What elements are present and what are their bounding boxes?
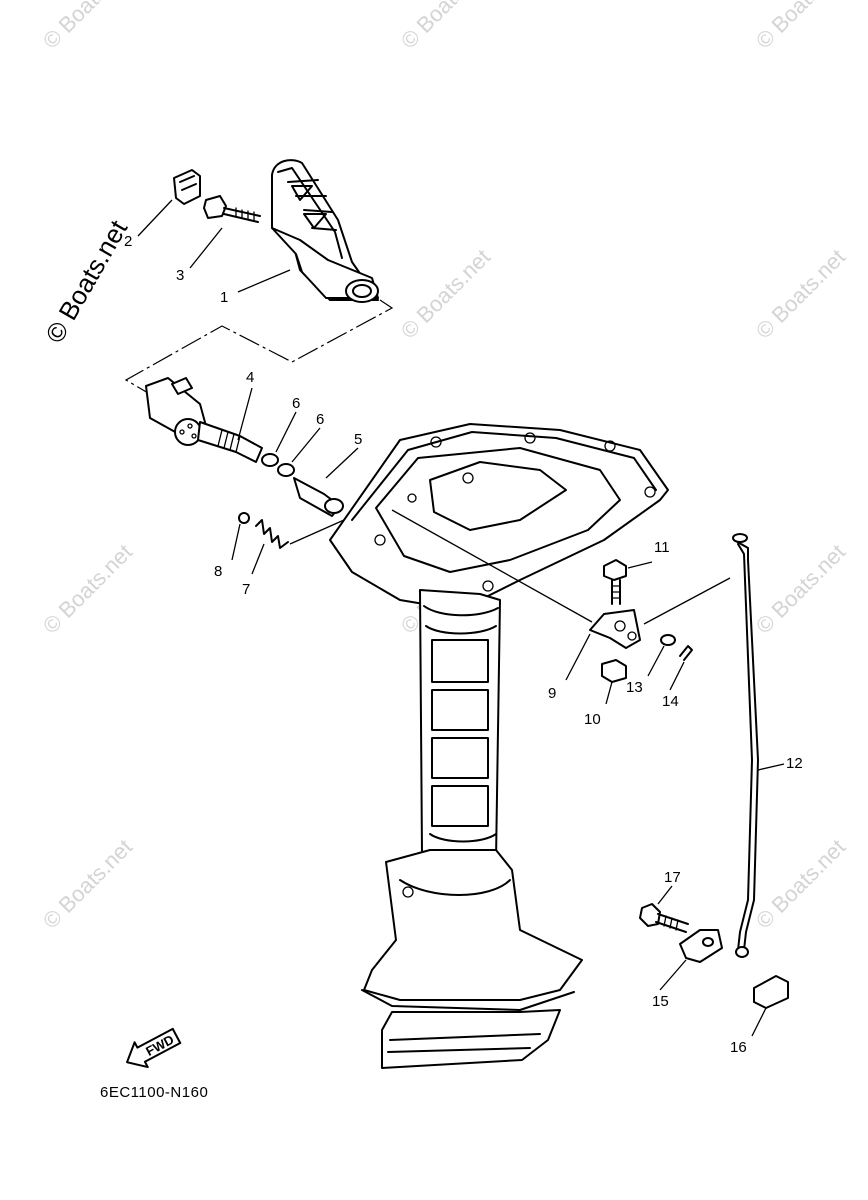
- link-dash-line: [643, 577, 731, 625]
- spring-to-pan-line: [289, 519, 345, 545]
- callout-16: 16: [730, 1039, 747, 1056]
- callout-14: 14: [662, 693, 679, 710]
- bottom-cowling-pan: [329, 423, 669, 611]
- callout-8: 8: [214, 563, 222, 580]
- callout-11: 11: [654, 539, 670, 556]
- watermark: © Boats.net: [751, 834, 850, 933]
- part-9-bracket: [589, 609, 641, 649]
- callout-9: 9: [548, 685, 556, 702]
- leader-lines: [137, 199, 785, 1037]
- diagram-code: 6EC1100-N160: [100, 1084, 208, 1101]
- callout-5: 5: [354, 431, 362, 448]
- part-7-spring: [255, 519, 289, 549]
- callout-13: 13: [626, 679, 643, 696]
- callout-7: 7: [242, 581, 250, 598]
- watermark: © Boats.net: [396, 244, 495, 343]
- main-watermark: © Boats.net: [39, 214, 133, 348]
- part-15-holder: [679, 929, 723, 963]
- callout-17: 17: [664, 869, 681, 886]
- callout-10: 10: [584, 711, 601, 728]
- watermark: © Boats.net: [751, 244, 850, 343]
- callout-15: 15: [652, 993, 669, 1010]
- part-12-link-rod: [732, 533, 759, 958]
- fwd-arrow: FWD: [126, 1027, 182, 1069]
- watermark: © Boats.net: [38, 0, 137, 54]
- part-1-tiller-handle: [271, 159, 379, 303]
- part-6-o-rings: [261, 453, 295, 477]
- callout-2: 2: [124, 233, 132, 250]
- callout-3: 3: [176, 267, 184, 284]
- watermark: © Boats.net: [38, 834, 137, 933]
- callout-6b: 6: [316, 411, 324, 428]
- assembly-dash-line: [124, 299, 394, 401]
- watermark: © Boats.net: [396, 0, 495, 54]
- watermark: © Boats.net: [751, 0, 850, 54]
- part-8-ball: [238, 512, 250, 524]
- part-3-bolt: [203, 195, 261, 223]
- part-13-washer: [660, 634, 676, 646]
- callout-12: 12: [786, 755, 803, 772]
- callout-6a: 6: [292, 395, 300, 412]
- watermark: © Boats.net: [38, 539, 137, 638]
- upper-casing-tube: [419, 589, 501, 863]
- part-2-clip: [173, 169, 201, 205]
- part-5-bushing: [293, 477, 344, 517]
- part-16-block: [753, 975, 789, 1009]
- part-10-block: [601, 659, 627, 683]
- part-11-bolt: [603, 559, 627, 605]
- lower-casing: [361, 849, 583, 1069]
- pan-to-bracket-line: [391, 509, 593, 623]
- callout-4: 4: [246, 369, 254, 386]
- callout-labels: 1 2 3 4 6 6 5 8 7 11 9 13 14 10 12 17 15…: [124, 233, 803, 1056]
- part-14-pin: [679, 645, 693, 661]
- part-4-throttle-shaft: [145, 377, 263, 463]
- watermark: © Boats.net: [751, 539, 850, 638]
- part-17-bolt: [639, 903, 689, 933]
- callout-1: 1: [220, 289, 228, 306]
